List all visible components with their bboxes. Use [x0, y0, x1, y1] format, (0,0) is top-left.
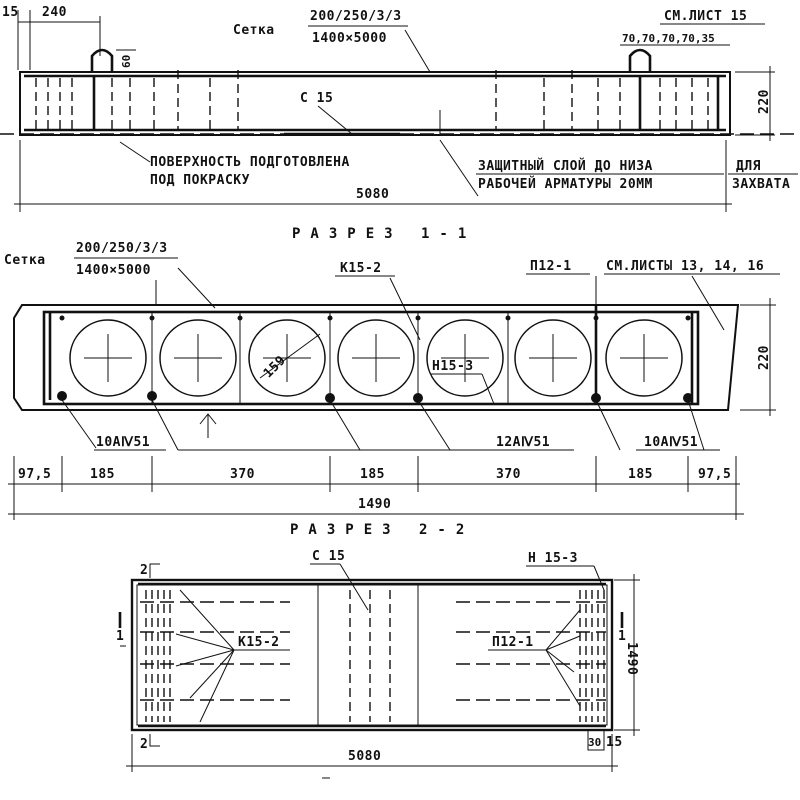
dim-pitch: 70,70,70,70,35: [622, 32, 715, 45]
section-2-2: РАЗРЕЗ 2-2 2 2 1 1 С 15 Н 15-3: [116, 522, 640, 779]
dim-240: 240: [42, 5, 67, 20]
s2-dim-15: 15: [606, 735, 623, 750]
s1-mesh-spec-bottom: 1400×5000: [76, 263, 151, 278]
surface-note-line1: ПОВЕРХНОСТЬ ПОДГОТОВЛЕНА: [150, 155, 350, 170]
s1-rebar-mid: 12АⅣ51: [496, 435, 550, 450]
s2-left-stirrups: [140, 590, 290, 722]
s1-see-sheets: СМ.ЛИСТЫ 13, 14, 16: [606, 259, 764, 274]
see-sheet-15: СМ.ЛИСТ 15: [664, 9, 747, 24]
s1-dim-185-b: 185: [360, 467, 385, 482]
s2-k15-label: К15-2: [238, 635, 280, 650]
stirrups-right: [495, 70, 720, 130]
top-view: 15 240 60 Сетка 200/250/3/3 1400×5000 СМ…: [0, 5, 800, 212]
s1-dim-370-a: 370: [230, 467, 255, 482]
s2-n15-label: Н 15-3: [528, 551, 578, 566]
lifting-loop-left: [90, 48, 114, 72]
s2-mark-1-right: 1: [618, 629, 626, 644]
s2-dim-5080: 5080: [348, 749, 381, 764]
surface-note-line2: ПОД ПОКРАСКУ: [150, 173, 250, 188]
hollow-core: [426, 319, 504, 397]
cover-note-line2: РАБОЧЕЙ АРМАТУРЫ 20ММ: [478, 176, 653, 192]
s1-dim-220: 220: [757, 345, 772, 370]
s1-dim-97-left: 97,5: [18, 467, 51, 482]
mesh-spec-bottom: 1400×5000: [312, 31, 387, 46]
s2-c15-label: С 15: [312, 549, 345, 564]
mesh-label: Сетка: [233, 23, 275, 38]
hollow-core: [605, 319, 683, 397]
s1-diameter-159: 159: [261, 353, 289, 381]
grip-note-line1: ДЛЯ: [736, 159, 761, 174]
hollow-core: [159, 319, 237, 397]
hollow-core: [69, 319, 147, 397]
dim-220-top: 220: [757, 89, 772, 114]
s2-mark-2-bottom: 2: [140, 737, 148, 752]
dim-15-top: 15: [2, 5, 19, 20]
s1-dim-1490: 1490: [358, 497, 391, 512]
s1-dim-185-c: 185: [628, 467, 653, 482]
s1-dim-97-right: 97,5: [698, 467, 731, 482]
s1-n15-label: Н15-3: [432, 359, 474, 374]
cover-note-line1: ЗАЩИТНЫЙ СЛОЙ ДО НИЗА: [478, 158, 653, 174]
dim-60: 60: [120, 55, 133, 68]
s1-p12-label: П12-1: [530, 259, 572, 274]
s2-p12-label: П12-1: [492, 635, 534, 650]
s2-mark-2-top: 2: [140, 563, 148, 578]
s1-dimension-chain: 97,5 185 370 185 370 185 97,5 1490: [8, 456, 744, 520]
s2-mark-1-left: 1: [116, 629, 124, 644]
hollow-core: [514, 319, 592, 397]
section-1-title: РАЗРЕЗ 1-1: [292, 226, 476, 242]
stirrups-left: [35, 70, 239, 130]
s1-mesh-spec-top: 200/250/3/3: [76, 241, 168, 256]
s1-k15-label: К15-2: [340, 261, 382, 276]
s1-hollow-cores: [69, 319, 683, 397]
hollow-core: [337, 319, 415, 397]
s1-dim-370-b: 370: [496, 467, 521, 482]
section-2-title: РАЗРЕЗ 2-2: [290, 522, 474, 538]
dim-5080-top: 5080: [356, 187, 389, 202]
slab-outline: [19, 71, 731, 136]
s1-rebar-cage: [42, 310, 700, 406]
s2-right-stirrups: [456, 590, 606, 722]
c15-top: С 15: [300, 91, 333, 106]
s1-rebar-left: 10АⅣ51: [96, 435, 150, 450]
mesh-spec-top: 200/250/3/3: [310, 9, 402, 24]
section-1-1: РАЗРЕЗ 1-1 Сетка 200/250/3/3 1400×5000 К…: [4, 226, 780, 520]
grip-note-line2: ЗАХВАТА: [732, 177, 790, 192]
s1-rebar-right: 10АⅣ51: [644, 435, 698, 450]
lifting-loop-right: [628, 48, 652, 72]
s1-mesh-label: Сетка: [4, 253, 46, 268]
s1-slab-outline: [13, 304, 740, 411]
s2-dim-30: 30: [588, 736, 601, 749]
s1-bottom-bars: [57, 315, 693, 403]
s1-dim-185-a: 185: [90, 467, 115, 482]
s2-slab-outline: [130, 578, 614, 732]
s2-dim-1490: 1490: [624, 642, 639, 675]
